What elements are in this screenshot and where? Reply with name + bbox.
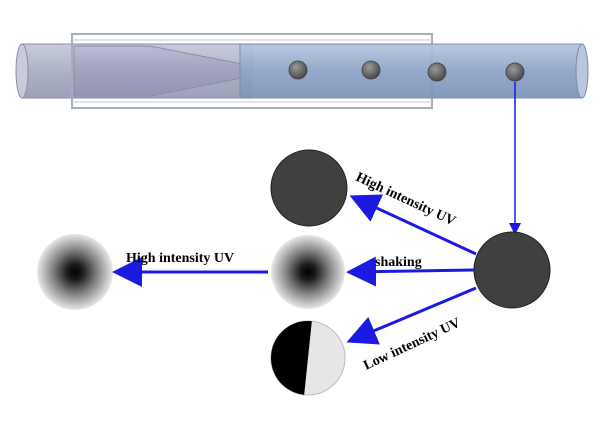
label-shaking: shaking	[375, 255, 422, 270]
outcome-bottom-janus-sphere	[265, 315, 346, 401]
label-low-uv: Low intensity UV	[361, 316, 463, 374]
arrow-high-uv-top	[349, 194, 477, 256]
outer-capillary-end	[15, 43, 29, 99]
outcome-left-gradient-sphere	[37, 234, 113, 310]
bead	[361, 60, 381, 80]
outcome-middle-gradient-sphere	[271, 235, 345, 309]
arrow-shaking	[346, 256, 475, 287]
label-high-uv-left: High intensity UV	[126, 251, 234, 266]
outcome-top-solid-sphere	[270, 149, 348, 227]
collection-tube-end	[575, 43, 589, 99]
bead	[427, 62, 447, 82]
bead	[288, 60, 308, 80]
arrow-low-uv	[346, 286, 477, 345]
capillary-device	[15, 33, 589, 109]
source-droplet	[473, 231, 551, 309]
bead	[505, 62, 525, 82]
